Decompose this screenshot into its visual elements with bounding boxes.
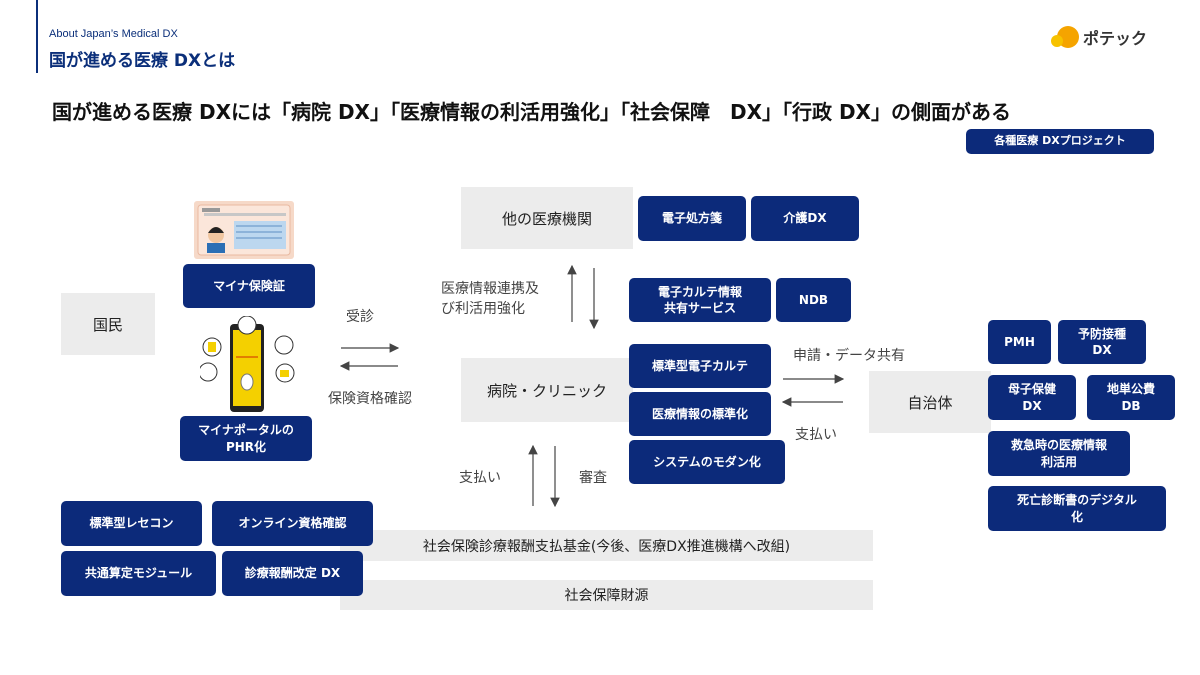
node-municipality: 自治体 — [869, 371, 991, 433]
project-vaccination-dx: 予防接種 DX — [1058, 320, 1146, 364]
project-myna-insurance: マイナ保険証 — [183, 264, 315, 308]
project-standard-ehr: 標準型電子カルテ — [629, 344, 771, 388]
legend-badge: 各種医療 DXプロジェクト — [966, 129, 1154, 154]
project-system-modernization: システムのモダン化 — [629, 440, 785, 484]
label-payment-municipality: 支払い — [795, 427, 837, 443]
card-icon — [197, 204, 291, 256]
myna-portal-phone-illustration — [198, 315, 300, 416]
project-emergency-info: 救急時の医療情報 利活用 — [988, 431, 1130, 476]
project-pmh: PMH — [988, 320, 1051, 364]
project-care-dx: 介護DX — [751, 196, 859, 241]
project-info-standardization: 医療情報の標準化 — [629, 392, 771, 436]
project-fee-revision-dx: 診療報酬改定 DX — [222, 551, 363, 596]
project-e-prescription: 電子処方箋 — [638, 196, 746, 241]
project-death-certificate: 死亡診断書のデジタル 化 — [988, 486, 1166, 531]
project-maternal-health-dx: 母子保健 DX — [988, 375, 1076, 420]
smartphone-icon — [198, 315, 295, 412]
node-other-institutions: 他の医療機関 — [461, 187, 633, 249]
label-apply-share: 申請・データ共有 — [793, 348, 905, 364]
label-insurance-check: 保険資格確認 — [328, 391, 412, 407]
header-subtitle: About Japan’s Medical DX — [49, 28, 178, 40]
project-myna-portal-phr: マイナポータルの PHR化 — [180, 416, 312, 461]
slide-title: 国が進める医療 DXとは — [49, 51, 236, 71]
label-visit: 受診 — [346, 309, 374, 325]
node-social-security-finance: 社会保障財源 — [340, 580, 873, 610]
project-common-module: 共通算定モジュール — [61, 551, 216, 596]
project-ndb: NDB — [776, 278, 851, 322]
node-hospital: 病院・クリニック — [461, 358, 633, 422]
project-standard-receipt: 標準型レセコン — [61, 501, 202, 546]
my-number-card-illustration — [194, 201, 294, 259]
brand-logo: ポテック — [1051, 25, 1148, 49]
headline: 国が進める医療 DXには「病院 DX」「医療情報の利活用強化」「社会保障 DX」… — [52, 100, 1011, 124]
node-payment-fund: 社会保険診療報酬支払基金(今後、医療DX推進機構へ改組) — [340, 530, 873, 561]
label-info-linkage: 医療情報連携及 び利活用強化 — [441, 281, 539, 317]
label-payment-fund: 支払い — [459, 470, 501, 486]
label-review: 審査 — [579, 470, 607, 486]
logo-text: ポテック — [1083, 29, 1148, 48]
logo-mark-icon — [1051, 26, 1079, 48]
project-ehr-sharing: 電子カルテ情報 共有サービス — [629, 278, 771, 322]
project-online-check: オンライン資格確認 — [212, 501, 373, 546]
node-kokumin: 国民 — [61, 293, 155, 355]
header-accent-line — [36, 0, 38, 73]
project-local-public-db: 地単公費 DB — [1087, 375, 1175, 420]
